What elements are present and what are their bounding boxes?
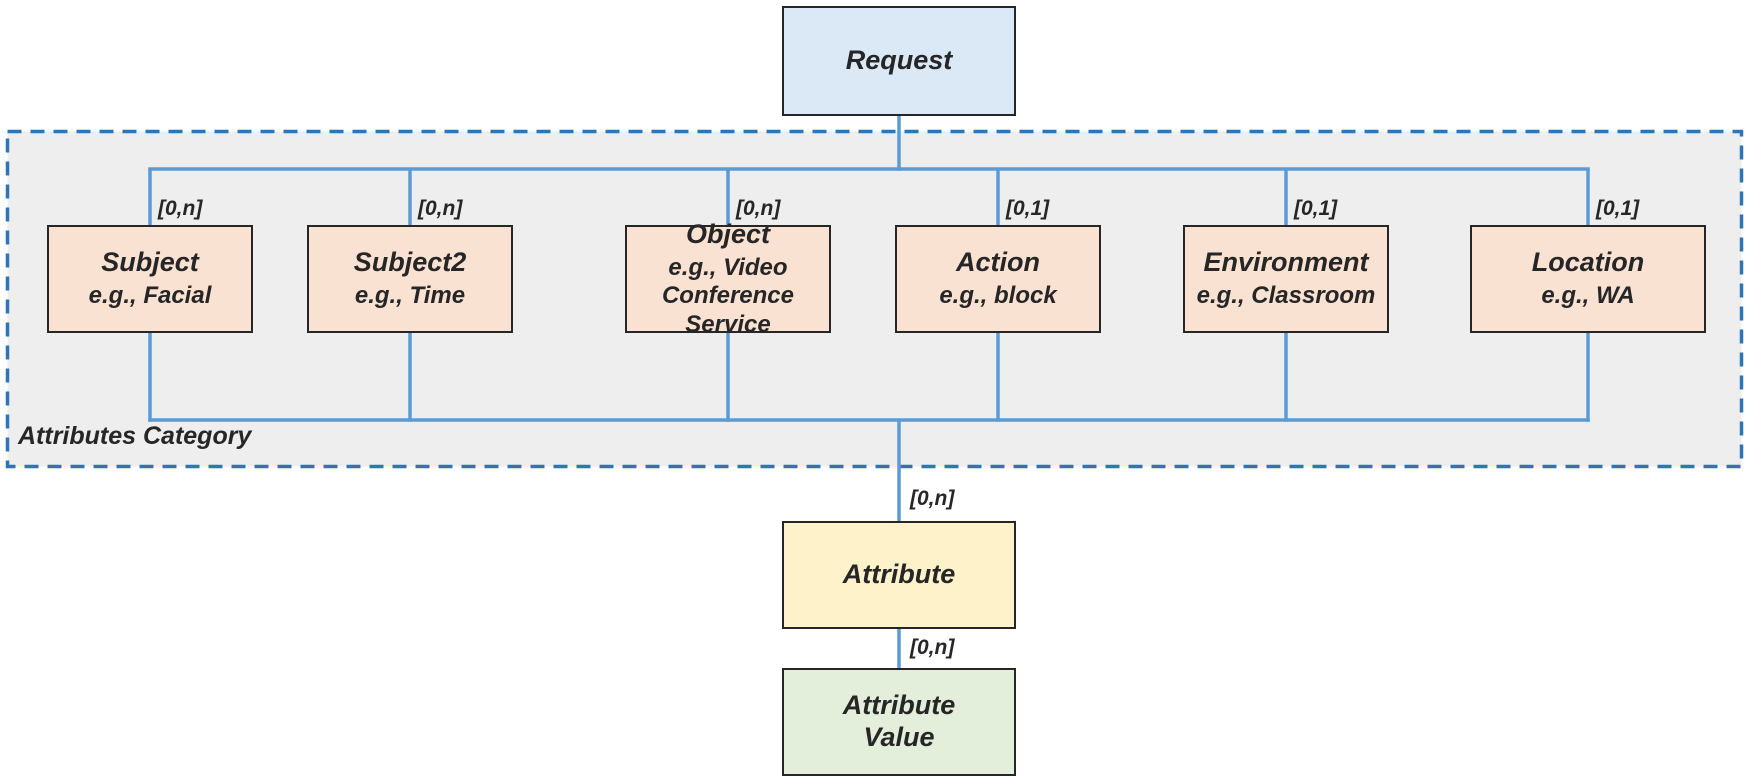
category-box-location: Location e.g., WA bbox=[1470, 225, 1706, 333]
cardinality-label-action: [0,1] bbox=[1006, 197, 1050, 220]
cardinality-label-object: [0,n] bbox=[736, 197, 781, 220]
category-box-environment: Environment e.g., Classroom bbox=[1183, 225, 1389, 333]
category-subtitle: e.g., Classroom bbox=[1196, 282, 1376, 310]
category-box-subject2: Subject2 e.g., Time bbox=[307, 225, 513, 333]
attribute-value-box: Attribute Value bbox=[782, 668, 1016, 776]
request-label: Request bbox=[845, 45, 953, 76]
category-title: Object bbox=[685, 219, 771, 250]
category-box-subject: Subject e.g., Facial bbox=[47, 225, 253, 333]
request-box: Request bbox=[782, 6, 1016, 116]
cardinality-label-subject: [0,n] bbox=[158, 197, 203, 220]
attribute-value-label: Attribute Value bbox=[842, 690, 956, 752]
attributes-category-dashed-border bbox=[5, 129, 1744, 469]
category-box-action: Action e.g., block bbox=[895, 225, 1101, 333]
category-subtitle: e.g., block bbox=[939, 282, 1057, 310]
attribute-box: Attribute bbox=[782, 521, 1016, 629]
cardinality-label-attribute-value: [0,n] bbox=[910, 636, 955, 659]
cardinality-label-environment: [0,1] bbox=[1294, 197, 1338, 220]
category-subtitle: e.g., Time bbox=[354, 282, 466, 310]
category-title: Action bbox=[956, 247, 1040, 278]
category-title: Environment bbox=[1203, 247, 1369, 278]
attributes-category-label: Attributes Category bbox=[18, 422, 252, 450]
category-subtitle: e.g., Video Conference Service bbox=[661, 253, 795, 338]
category-subtitle: e.g., Facial bbox=[88, 282, 212, 310]
cardinality-label-subject2: [0,n] bbox=[418, 197, 463, 220]
category-title: Location bbox=[1531, 247, 1645, 278]
category-title: Subject2 bbox=[353, 247, 467, 278]
category-box-object: Object e.g., Video Conference Service bbox=[625, 219, 831, 338]
cardinality-label-attribute: [0,n] bbox=[910, 487, 955, 510]
attribute-label: Attribute bbox=[842, 559, 956, 590]
category-title: Subject bbox=[101, 247, 199, 278]
category-subtitle: e.g., WA bbox=[1541, 282, 1635, 310]
cardinality-label-location: [0,1] bbox=[1596, 197, 1640, 220]
